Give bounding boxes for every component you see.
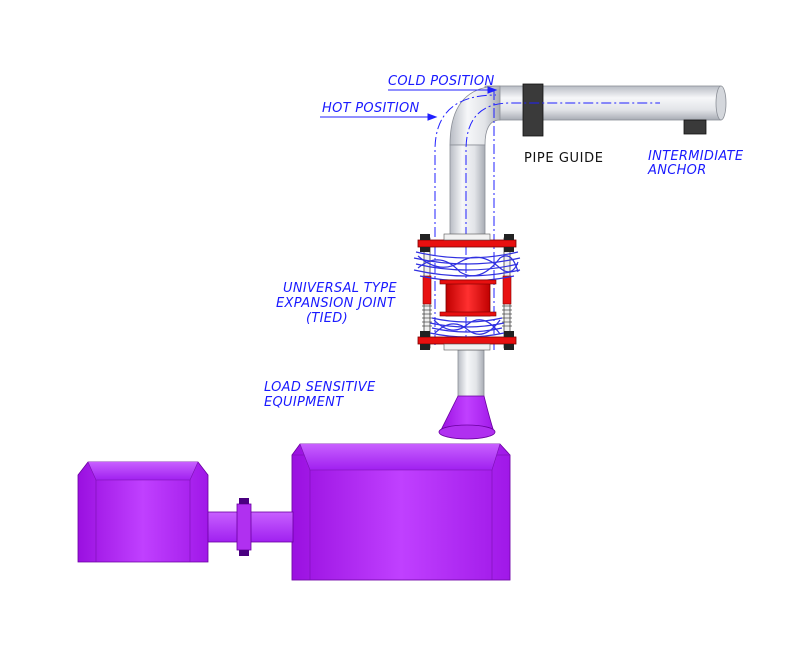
- pipe-guide-label: PIPE GUIDE: [524, 151, 604, 166]
- expansion-joint-label-1: UNIVERSAL TYPE: [283, 281, 397, 296]
- lower-bellows: [429, 317, 505, 338]
- intermediate-anchor-label-2: ANCHOR: [647, 163, 707, 178]
- pipe-guide: [522, 83, 544, 137]
- rod-sleeve-left: [422, 275, 432, 305]
- position-lines: [434, 90, 660, 350]
- upper-bellows: [413, 251, 521, 282]
- equipment-label-1: LOAD SENSITIVE: [264, 380, 376, 395]
- cold-position-centerline: [465, 102, 660, 345]
- vertical-pipe-upper: [449, 144, 486, 239]
- intermediate-anchor: [683, 119, 707, 135]
- intermediate-anchor-label-1: INTERMIDIATE: [648, 149, 744, 164]
- equipment-label-2: EQUIPMENT: [264, 395, 344, 410]
- leader-lines: [320, 86, 498, 121]
- expansion-joint-label-2: EXPANSION JOINT: [276, 296, 396, 311]
- pipe-end: [715, 85, 727, 121]
- center-spool: [445, 279, 491, 317]
- expansion-joint: [413, 233, 521, 351]
- shaft-flange: [236, 503, 252, 551]
- top-flange: [417, 239, 517, 248]
- hot-position-line: [434, 94, 497, 345]
- expansion-joint-label-3: (TIED): [306, 311, 348, 326]
- load-sensitive-equipment: [77, 395, 511, 581]
- cold-position-label: COLD POSITION: [388, 74, 494, 89]
- pipe-assembly: [449, 83, 727, 399]
- bottom-flange: [417, 336, 517, 345]
- annotations: COLD POSITION HOT POSITION PIPE GUIDE IN…: [264, 74, 744, 410]
- rod-sleeve-right: [502, 275, 512, 305]
- pipe-elbow: [449, 85, 501, 146]
- vertical-pipe-lower: [457, 349, 485, 399]
- hot-position-label: HOT POSITION: [322, 101, 420, 116]
